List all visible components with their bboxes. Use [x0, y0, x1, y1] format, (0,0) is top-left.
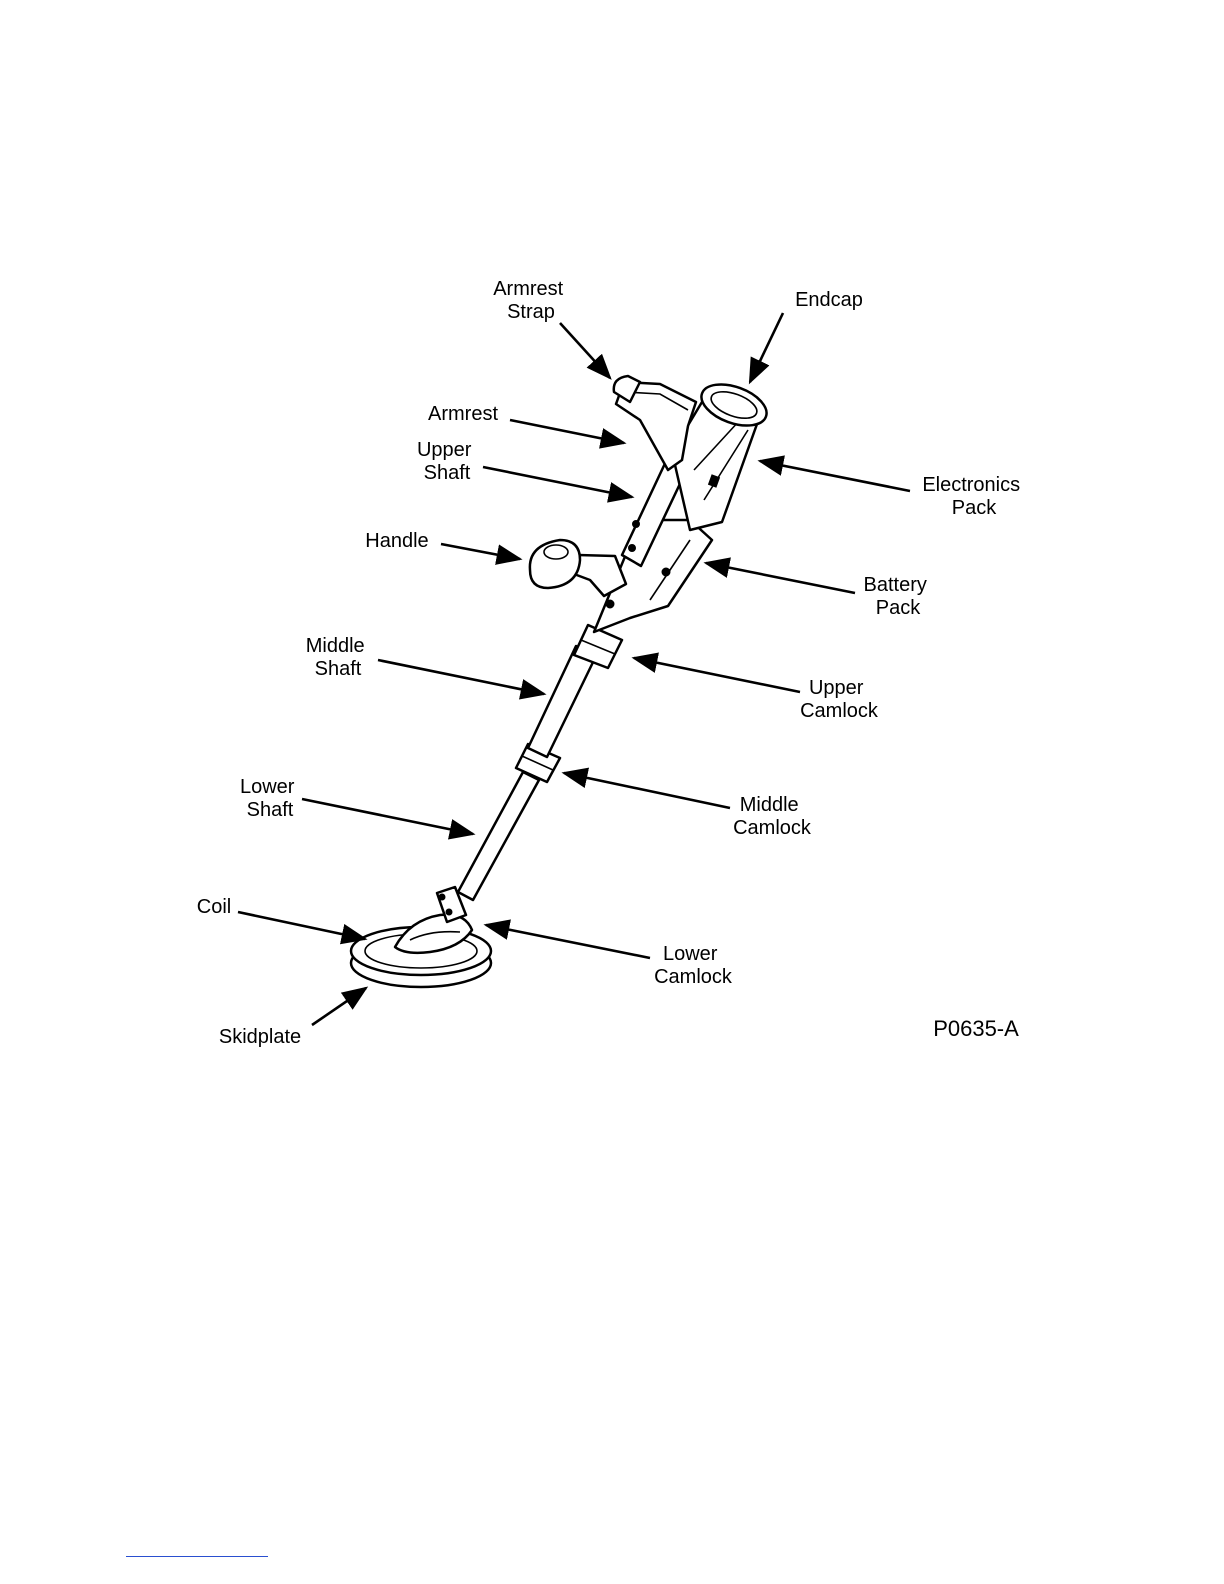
arrow-battery-pack	[706, 563, 855, 593]
lower-shaft-drawing	[458, 772, 539, 900]
arrow-upper-camlock	[634, 658, 800, 692]
figure-code: P0635-A	[933, 1016, 1019, 1041]
label-battery-pack: Battery Pack	[864, 574, 933, 619]
arrow-endcap	[750, 313, 783, 382]
label-middle-camlock: Middle Camlock	[733, 794, 812, 839]
arrow-skidplate	[312, 988, 366, 1025]
label-lower-camlock: Lower Camlock	[654, 943, 733, 988]
footnote-separator	[126, 1556, 268, 1557]
label-endcap: Endcap	[795, 289, 863, 311]
detector-illustration	[351, 376, 772, 987]
arrow-armrest	[510, 420, 624, 443]
arrow-middle-camlock	[564, 773, 730, 808]
arrow-armrest-strap	[560, 323, 610, 378]
arrow-electronics-pack	[760, 461, 910, 491]
coil-drawing	[351, 915, 491, 987]
label-skidplate: Skidplate	[219, 1026, 301, 1048]
arrow-middle-shaft	[378, 660, 544, 694]
arrow-coil	[238, 912, 365, 939]
arrow-lower-shaft	[302, 799, 473, 834]
label-handle: Handle	[365, 530, 428, 552]
label-middle-shaft: Middle Shaft	[306, 635, 370, 680]
arrow-upper-shaft	[483, 467, 632, 497]
label-electronics-pack: Electronics Pack	[922, 474, 1025, 519]
arrow-lower-camlock	[486, 925, 650, 958]
label-upper-camlock: Upper Camlock	[800, 677, 879, 722]
arrow-handle	[441, 544, 520, 559]
label-lower-shaft: Lower Shaft	[240, 776, 300, 821]
label-armrest-strap: Armrest Strap	[493, 278, 569, 323]
middle-shaft-drawing	[528, 646, 596, 757]
label-coil: Coil	[197, 896, 231, 918]
label-upper-shaft: Upper Shaft	[417, 439, 477, 484]
label-armrest: Armrest	[428, 403, 498, 425]
